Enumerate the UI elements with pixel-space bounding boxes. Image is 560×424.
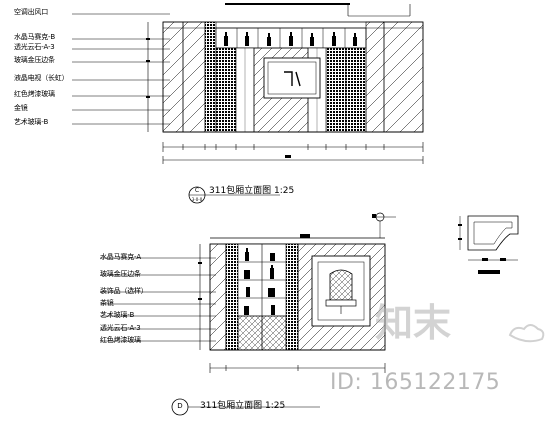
- label-d-1: 水晶马赛克-A: [100, 253, 141, 261]
- label-c-5: 液晶电视（长虹）: [14, 74, 69, 82]
- marker-c-letter: C: [194, 187, 200, 194]
- label-d-5: 艺术玻璃-B: [100, 311, 135, 319]
- title-c: 311包厢立面图 1:25: [209, 186, 295, 196]
- label-c-4: 玻璃金压边条: [14, 56, 55, 64]
- label-c-2: 水晶马赛克-B: [14, 33, 55, 41]
- label-c-7: 金镜: [14, 104, 28, 112]
- watermark-logo: 知末: [375, 301, 452, 345]
- title-d: 311包厢立面图 1:25: [200, 401, 286, 411]
- marker-c-sub: 3-0-0: [191, 197, 203, 202]
- label-d-4: 茶镜: [100, 299, 114, 307]
- label-d-6: 透光云石-A-3: [100, 324, 141, 332]
- label-c-8: 艺术玻璃-B: [14, 118, 49, 126]
- watermark-cloud-icon: [508, 324, 545, 343]
- label-d-3: 装饰品（选样）: [100, 287, 148, 295]
- label-d-7: 红色烤漆玻璃: [100, 336, 141, 344]
- label-c-3: 透光云石-A-3: [14, 43, 55, 51]
- label-c-1: 空调出风口: [14, 8, 48, 16]
- label-c-6: 红色烤漆玻璃: [14, 90, 55, 98]
- watermark-id: ID: 165122175: [330, 370, 501, 395]
- elevation-c: [72, 3, 424, 204]
- marker-d-letter: D: [177, 402, 183, 410]
- section-detail: [458, 215, 519, 274]
- elevation-d: [100, 212, 396, 416]
- label-d-2: 玻璃金压边条: [100, 270, 141, 278]
